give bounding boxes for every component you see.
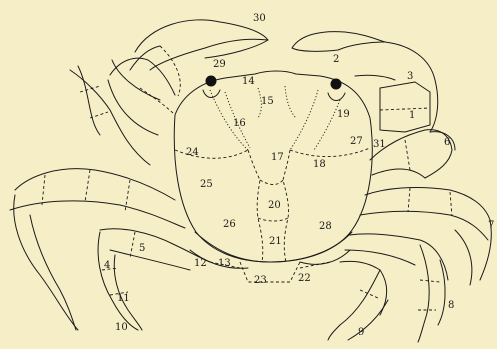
right-eye [331,79,342,90]
label-5: 5 [139,243,145,254]
label-2: 2 [333,54,339,65]
label-20: 20 [268,200,281,211]
label-11: 11 [117,293,130,304]
label-10: 10 [115,322,128,333]
label-13: 13 [218,258,231,269]
label-23: 23 [254,275,267,286]
label-15: 15 [261,96,274,107]
label-29: 29 [213,59,226,70]
label-17: 17 [271,152,284,163]
label-28: 28 [319,221,332,232]
label-19: 19 [337,109,350,120]
label-30: 30 [253,13,266,24]
label-4: 4 [104,260,110,271]
label-6: 6 [444,137,450,148]
label-25: 25 [200,179,213,190]
label-3: 3 [407,71,413,82]
label-14: 14 [242,76,255,87]
label-27: 27 [350,136,363,147]
label-8: 8 [448,300,454,311]
label-7: 7 [488,220,494,231]
label-12: 12 [194,258,207,269]
label-31: 31 [373,139,386,150]
label-1: 1 [409,110,415,121]
label-24: 24 [186,147,199,158]
label-18: 18 [313,159,326,170]
label-16: 16 [233,118,246,129]
label-26: 26 [223,219,236,230]
label-9: 9 [358,327,364,338]
label-21: 21 [269,236,282,247]
left-eye [206,76,217,87]
label-22: 22 [298,273,311,284]
